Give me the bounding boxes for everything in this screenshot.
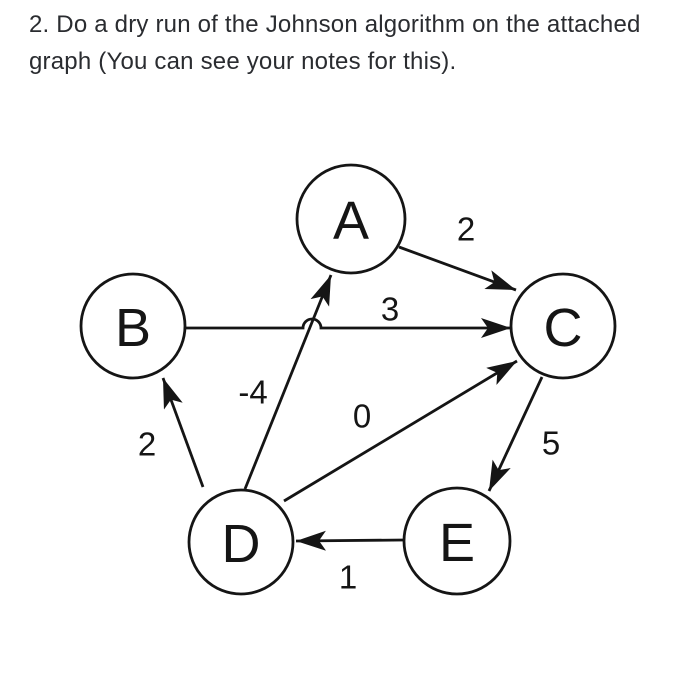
edge-c-e (487, 376, 544, 492)
node-layer (79, 163, 617, 596)
question-text: 2. Do a dry run of the Johnson algorithm… (29, 6, 680, 80)
edge-a-c (398, 245, 517, 292)
edge-e-d-weight: 1 (339, 559, 357, 596)
node-e-circle (402, 486, 512, 596)
edge-d-a (243, 274, 333, 490)
node-a-circle (295, 163, 407, 275)
node-a-label: A (333, 191, 369, 251)
edge-b-c-weight: 3 (381, 291, 399, 328)
edge-d-b-weight: 2 (138, 426, 156, 463)
question-line-2: graph (You can see your notes for this). (29, 48, 457, 75)
edge-a-c-weight: 2 (457, 211, 475, 248)
question-line-1: 2. Do a dry run of the Johnson algorithm… (29, 11, 641, 38)
edge-b-c (186, 317, 511, 338)
edge-c-e-weight: 5 (542, 425, 560, 462)
label-layer: 2 3 -4 2 0 5 1 A B C D E (115, 191, 583, 596)
edge-e-d (295, 530, 405, 551)
edge-layer (161, 245, 544, 551)
edge-d-b (161, 377, 205, 488)
node-b-label: B (115, 298, 151, 358)
node-d-label: D (222, 514, 261, 574)
node-d-circle (187, 488, 295, 596)
node-c-label: C (544, 298, 583, 358)
node-e-label: E (439, 513, 475, 573)
edge-d-a-weight: -4 (238, 374, 267, 411)
node-c-circle (509, 272, 617, 380)
edge-d-c (283, 359, 518, 503)
node-b-circle (79, 272, 187, 380)
edge-d-c-weight: 0 (353, 398, 371, 435)
